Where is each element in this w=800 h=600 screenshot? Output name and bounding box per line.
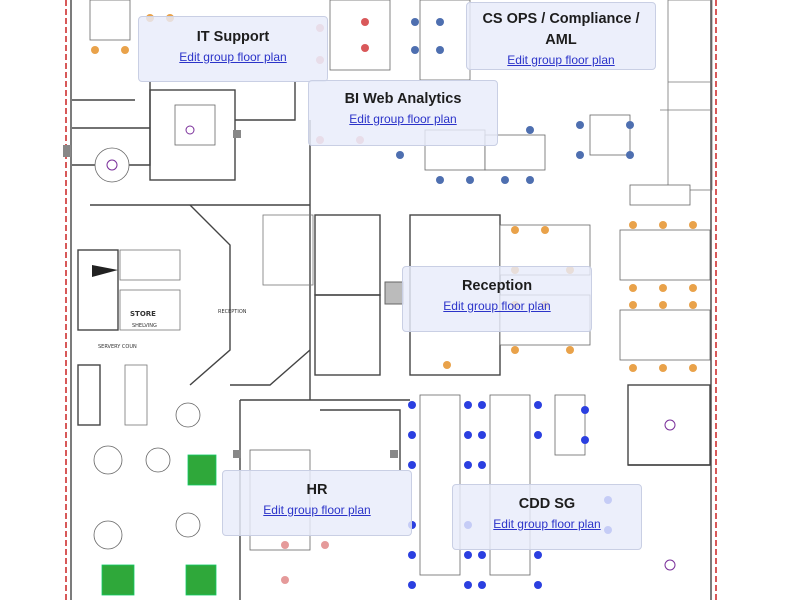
group-card-bi-web: BI Web Analytics Edit group floor plan xyxy=(308,80,498,146)
reception-room-label: RECEPTION xyxy=(218,309,247,315)
meeting-tables xyxy=(93,104,676,596)
edit-group-floor-plan-link[interactable]: Edit group floor plan xyxy=(493,517,601,531)
group-title: IT Support xyxy=(196,29,270,45)
group-card-it-support: IT Support Edit group floor plan xyxy=(138,16,328,82)
servery-label: SERVERY COUN xyxy=(98,344,137,350)
building-outline xyxy=(65,0,717,600)
edit-group-floor-plan-link[interactable]: Edit group floor plan xyxy=(179,50,287,64)
group-title: CS OPS / Compliance / AML xyxy=(482,11,640,48)
edit-group-floor-plan-link[interactable]: Edit group floor plan xyxy=(507,53,615,67)
group-card-reception: Reception Edit group floor plan xyxy=(402,266,592,332)
group-card-cdd-sg: CDD SG Edit group floor plan xyxy=(452,484,642,550)
edit-group-floor-plan-link[interactable]: Edit group floor plan xyxy=(443,299,551,313)
group-title: Reception xyxy=(461,278,533,294)
room-labels: STORE SHELVING RECEPTION SERVERY COUN xyxy=(98,309,247,350)
group-title: CDD SG xyxy=(518,496,576,512)
shelving-label: SHELVING xyxy=(132,323,157,329)
edit-group-floor-plan-link[interactable]: Edit group floor plan xyxy=(349,112,457,126)
group-title: HR xyxy=(306,482,328,498)
group-card-hr: HR Edit group floor plan xyxy=(222,470,412,536)
store-label: STORE xyxy=(130,310,156,318)
edit-group-floor-plan-link[interactable]: Edit group floor plan xyxy=(263,503,371,517)
group-card-cs-ops: CS OPS / Compliance / AML Edit group flo… xyxy=(466,2,656,70)
group-title: BI Web Analytics xyxy=(344,91,462,107)
